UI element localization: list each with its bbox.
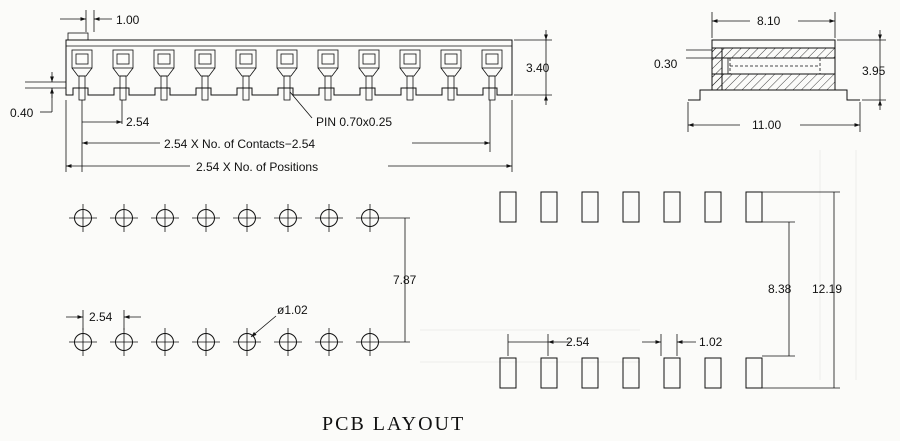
smd-pad	[540, 357, 558, 389]
dim-height: 3.40	[526, 61, 550, 75]
through-hole-layout: 7.87 2.54 ø1.02	[66, 204, 417, 356]
pcb-hole	[151, 328, 179, 356]
contact-pin	[71, 49, 93, 101]
pcb-hole	[274, 328, 302, 356]
contact-pin	[399, 49, 421, 101]
pcb-hole	[233, 204, 261, 232]
layout-title: PCB LAYOUT	[322, 413, 465, 435]
pcb-hole	[274, 204, 302, 232]
contact-pin	[440, 49, 462, 101]
pcb-hole	[110, 204, 138, 232]
hole-row-bottom	[69, 328, 384, 356]
connector-housing	[65, 39, 513, 96]
smd-pad	[622, 191, 640, 223]
dim-positions-formula: 2.54 X No. of Positions	[196, 160, 318, 174]
smd-pad	[745, 357, 763, 389]
smd-pad	[540, 191, 558, 223]
pcb-hole	[69, 328, 97, 356]
dim-pad-width: 1.02	[699, 335, 723, 349]
pcb-hole	[356, 204, 384, 232]
pcb-hole	[192, 328, 220, 356]
dim-inner-spacing: 8.38	[768, 282, 792, 296]
dim-side-bottom: 11.00	[752, 118, 781, 132]
pcb-hole	[356, 328, 384, 356]
dim-pitch: 2.54	[126, 115, 150, 129]
dim-offset: 0.40	[10, 106, 34, 120]
smd-pad	[663, 191, 681, 223]
front-view: 1.00 3.40 0.40 2.54 PIN 0.70x0.25 2.54 X…	[10, 10, 552, 174]
contact-pins	[71, 49, 503, 101]
smd-pad	[499, 357, 517, 389]
pcb-hole	[315, 328, 343, 356]
smd-pad	[622, 357, 640, 389]
dim-hole-pitch: 2.54	[89, 310, 113, 324]
pad-row-top	[499, 191, 763, 223]
dim-side-height: 3.95	[862, 64, 886, 78]
dim-pad-pitch: 2.54	[566, 335, 590, 349]
pcb-hole	[192, 204, 220, 232]
contact-pin	[235, 49, 257, 101]
contact-pin	[194, 49, 216, 101]
smd-pad	[704, 191, 722, 223]
smd-pad	[581, 357, 599, 389]
dim-contacts-formula: 2.54 X No. of Contacts−2.54	[164, 137, 315, 151]
smd-pad	[581, 191, 599, 223]
smd-pad	[704, 357, 722, 389]
contact-pin	[276, 49, 298, 101]
pcb-hole	[315, 204, 343, 232]
contact-pin	[481, 49, 503, 101]
smd-pad	[663, 357, 681, 389]
contact-pin	[153, 49, 175, 101]
side-view: 8.10 0.30 3.95 11.00	[654, 12, 886, 132]
dim-row-spacing: 7.87	[393, 273, 417, 287]
contact-pin	[112, 49, 134, 101]
dim-hole-diameter: ø1.02	[277, 303, 308, 317]
hole-row-top	[69, 204, 384, 232]
smd-pad	[499, 191, 517, 223]
contact-pin	[358, 49, 380, 101]
pin-label: PIN 0.70x0.25	[316, 115, 392, 129]
pcb-hole	[233, 328, 261, 356]
dim-outer-spacing: 12.19	[812, 282, 842, 296]
smd-pad-layout: 8.38 12.19 2.54 1.02	[499, 191, 842, 389]
contact-pin	[317, 49, 339, 101]
dim-side-gap: 0.30	[654, 57, 678, 71]
pcb-hole	[110, 328, 138, 356]
dim-pitch-top: 1.00	[116, 13, 140, 27]
pcb-hole	[151, 204, 179, 232]
bleed-through-ghost	[420, 150, 857, 380]
smd-pad	[745, 191, 763, 223]
dim-side-width: 8.10	[757, 14, 781, 28]
pcb-hole	[69, 204, 97, 232]
pad-row-bottom	[499, 357, 763, 389]
